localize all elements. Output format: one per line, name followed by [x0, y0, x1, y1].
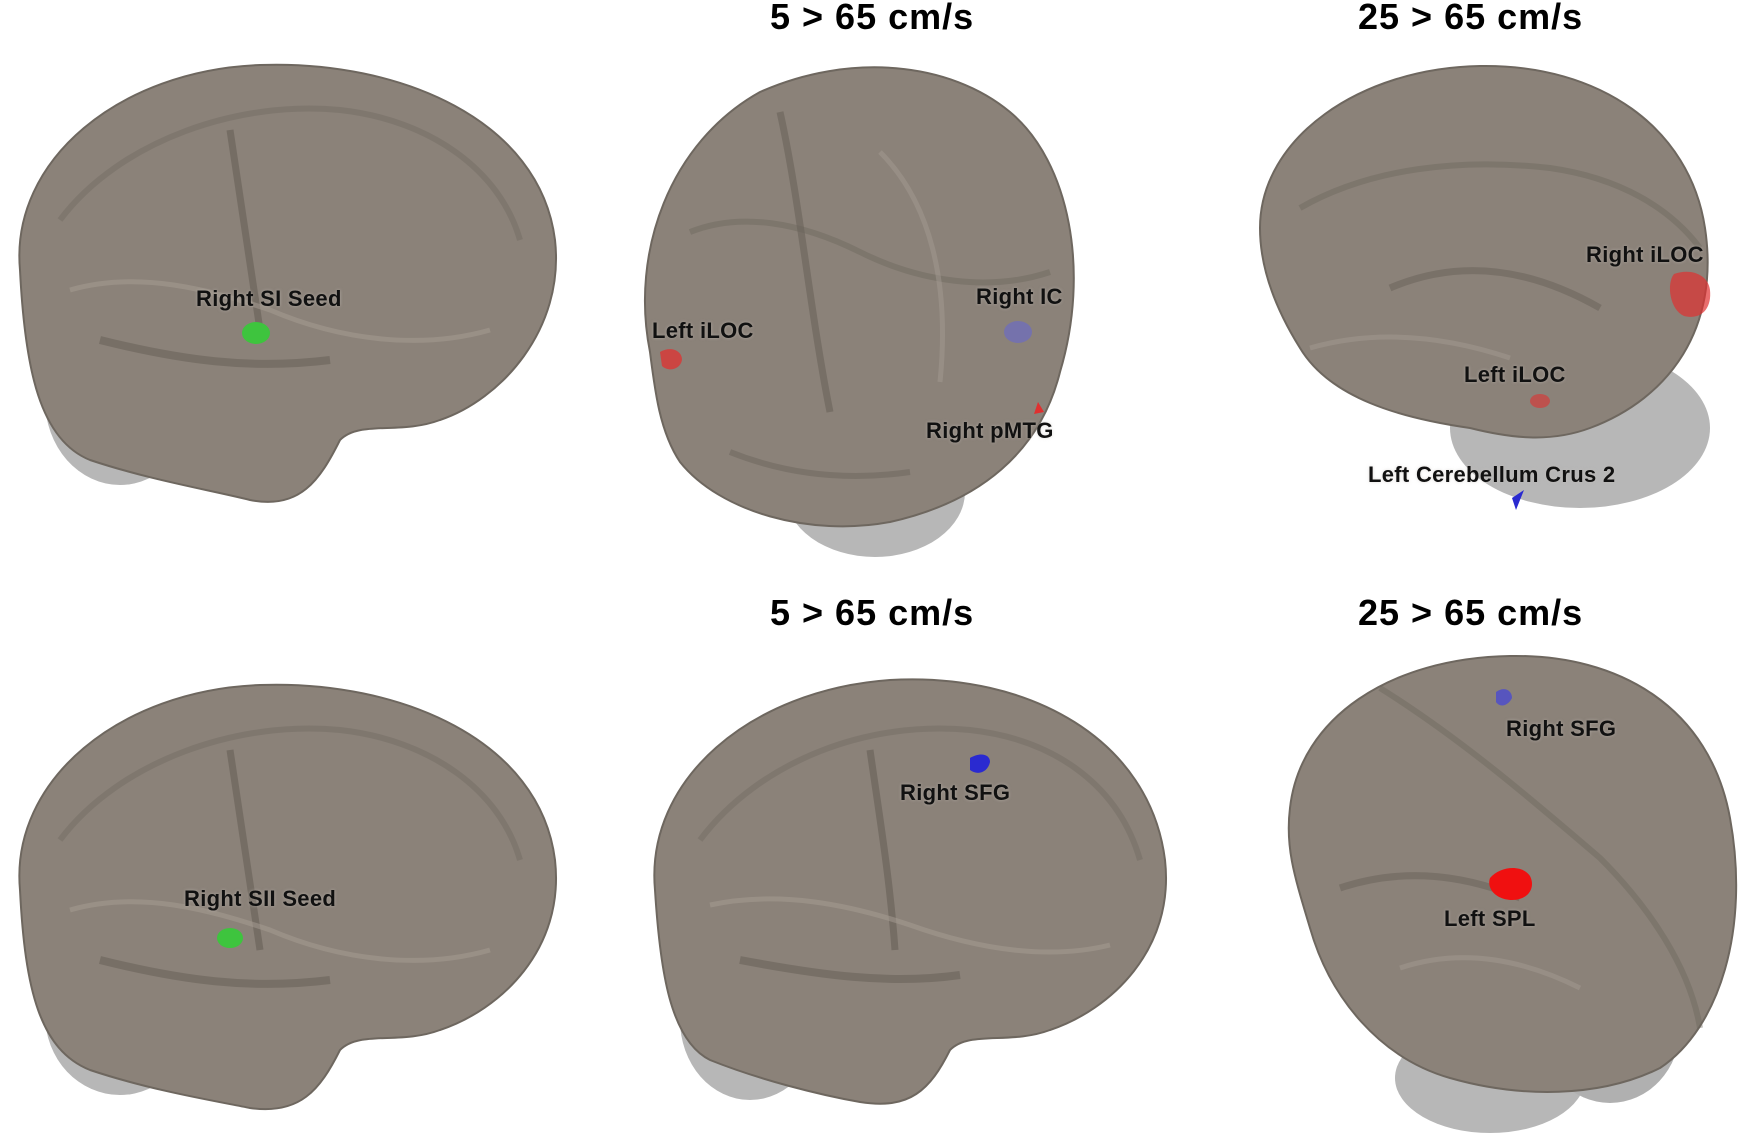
cortex	[643, 66, 1075, 528]
label-right-iloc-r1r: Right iLOC	[1586, 242, 1704, 267]
blob-right-pmtg	[1034, 402, 1044, 414]
cortex	[18, 63, 558, 503]
label-right-pmtg: Right pMTG	[926, 418, 1054, 443]
blob-right-ic	[1004, 321, 1032, 343]
blob-left-cerebellum-crus2	[1512, 490, 1524, 510]
brain-row2-right	[1287, 654, 1738, 1133]
brain-row1-left	[18, 63, 558, 503]
label-right-sfg-r2r: Right SFG	[1506, 716, 1617, 741]
title-row2-mid: 5 > 65 cm/s	[770, 592, 975, 633]
label-left-cerebellum-crus2: Left Cerebellum Crus 2	[1368, 462, 1616, 487]
cortex	[653, 678, 1168, 1105]
blob-right-sfg	[1496, 689, 1512, 706]
blob-right-iloc	[1669, 271, 1711, 317]
label-left-spl: Left SPL	[1444, 906, 1536, 931]
label-right-si-seed: Right SI Seed	[196, 286, 342, 311]
seed-si-green	[242, 322, 270, 344]
brain-row2-left	[18, 683, 558, 1111]
brain-row1-right	[1258, 64, 1711, 510]
blob-left-iloc	[1530, 394, 1550, 408]
cortex	[1258, 64, 1709, 439]
label-right-ic: Right IC	[976, 284, 1063, 309]
title-row1-mid: 5 > 65 cm/s	[770, 0, 975, 37]
title-row2-right: 25 > 65 cm/s	[1358, 592, 1584, 633]
label-left-iloc-r1m: Left iLOC	[652, 318, 754, 343]
cortex	[18, 683, 558, 1111]
label-right-sfg-r2m: Right SFG	[900, 780, 1011, 805]
brain-row1-mid	[643, 66, 1075, 557]
blob-left-iloc	[660, 349, 682, 370]
title-row1-right: 25 > 65 cm/s	[1358, 0, 1584, 37]
blob-right-sfg	[970, 754, 990, 773]
label-right-sii-seed: Right SII Seed	[184, 886, 337, 911]
label-left-iloc-r1r: Left iLOC	[1464, 362, 1566, 387]
blob-left-spl	[1489, 867, 1532, 900]
brain-row2-mid	[653, 678, 1168, 1105]
seed-sii-green	[217, 928, 243, 948]
